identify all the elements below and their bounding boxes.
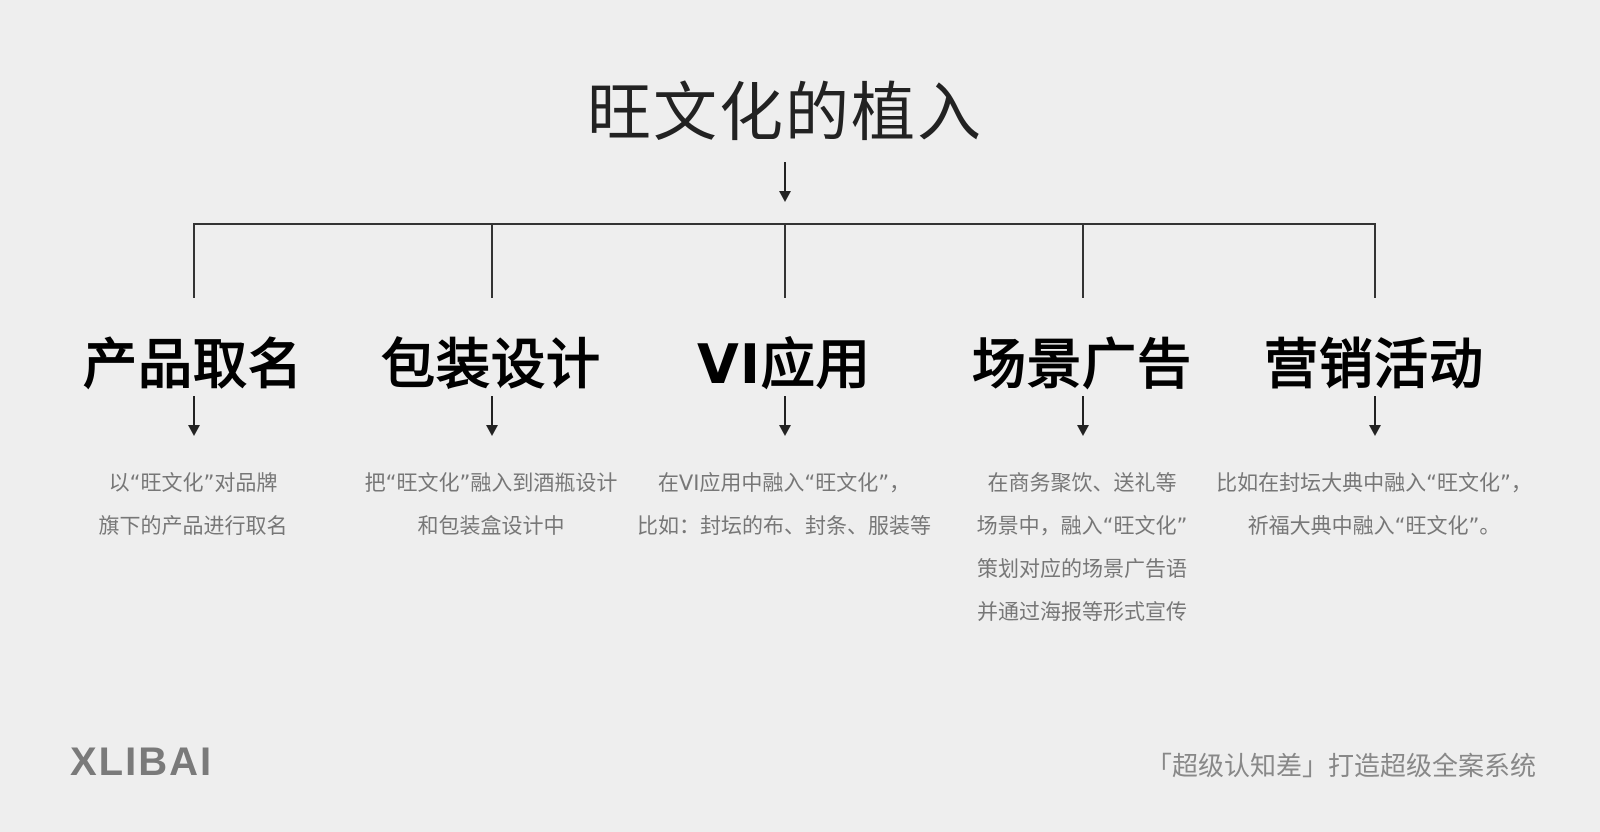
description-line: 以“旺文化”对品牌: [108, 471, 278, 495]
branch-description: 把“旺文化”融入到酒瓶设计和包装盒设计中: [321, 462, 661, 548]
branch-description: 比如在封坛大典中融入“旺文化”， 祈福大典中融入“旺文化”。: [1204, 462, 1544, 548]
branch-heading: 场景广告: [972, 333, 1192, 396]
arrow-down-icon: [187, 396, 201, 436]
branch-description: 以“旺文化”对品牌旗下的产品进行取名: [23, 462, 363, 548]
description-line: 旗下的产品进行取名: [98, 514, 288, 538]
arrow-down-icon: [1368, 396, 1382, 436]
connector-vertical: [491, 223, 493, 298]
branch-description: 在商务聚饮、送礼等场景中，融入“旺文化” 策划对应的场景广告语并通过海报等形式宣传: [912, 462, 1252, 634]
branch-heading: 包装设计: [381, 333, 601, 396]
description-line: 并通过海报等形式宣传: [977, 600, 1187, 624]
description-line: 场景中，融入“旺文化”: [976, 514, 1188, 538]
arrow-down-icon: [1076, 396, 1090, 436]
branch-heading: 产品取名: [83, 333, 303, 396]
connector-vertical: [1374, 223, 1376, 298]
slogan: 「超级认知差」打造超级全案系统: [1145, 752, 1536, 782]
arrow-down-icon: [485, 396, 499, 436]
brand-logo: XLIBAI: [70, 740, 214, 784]
branch-description: 在VI应用中融入“旺文化”， 比如：封坛的布、封条、服装等: [614, 462, 954, 548]
arrow-down-icon: [778, 162, 792, 202]
description-line: 把“旺文化”融入到酒瓶设计: [364, 471, 618, 495]
branch-heading: 营销活动: [1264, 333, 1484, 396]
description-line: 祈福大典中融入“旺文化”。: [1247, 514, 1501, 538]
connector-vertical: [1082, 223, 1084, 298]
description-line: 比如在封坛大典中融入“旺文化”，: [1216, 471, 1532, 495]
connector-vertical: [784, 223, 786, 298]
connector-horizontal: [193, 223, 1374, 225]
description-line: 在商务聚饮、送礼等: [987, 471, 1177, 495]
connector-vertical: [193, 223, 195, 298]
description-line: 比如：封坛的布、封条、服装等: [637, 514, 931, 538]
description-line: 和包装盒设计中: [417, 514, 565, 538]
description-line: 在VI应用中融入“旺文化”，: [657, 471, 911, 495]
arrow-down-icon: [778, 396, 792, 436]
description-line: 策划对应的场景广告语: [977, 557, 1187, 581]
diagram-title: 旺文化的植入: [587, 77, 983, 151]
branch-heading: VI应用: [697, 333, 871, 396]
